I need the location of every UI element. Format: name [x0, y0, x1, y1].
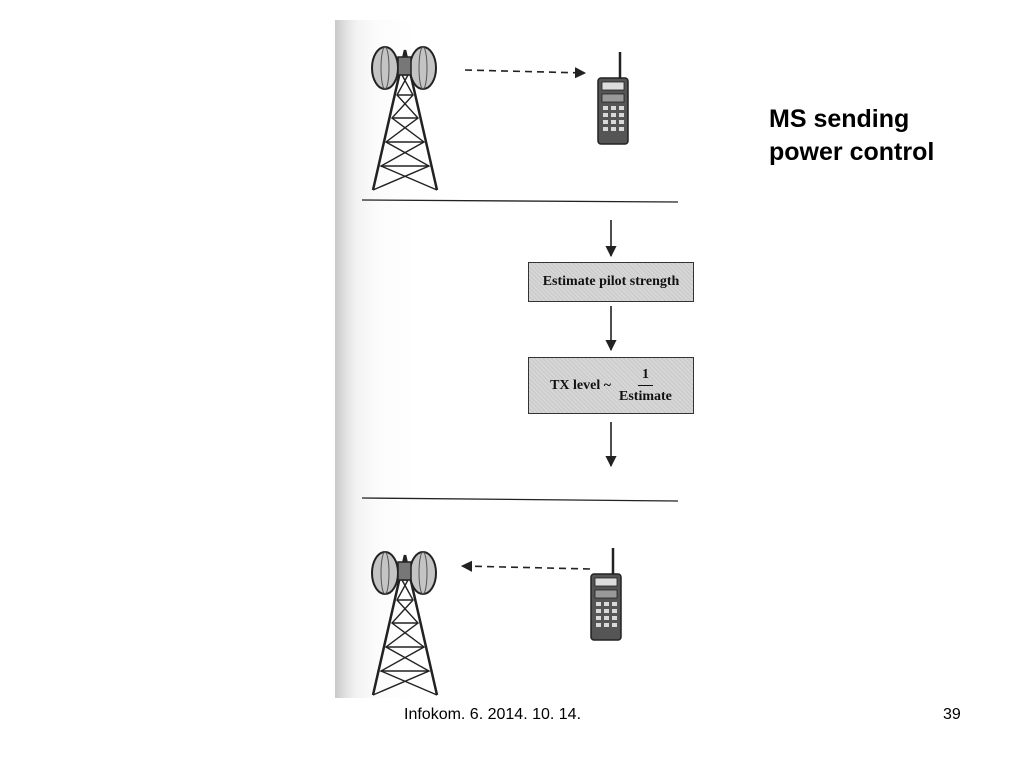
page-number: 39 — [943, 706, 961, 723]
tx-level-label: TX level ~ — [550, 377, 612, 393]
divider-top — [361, 199, 679, 203]
mobile-phone-icon — [596, 50, 630, 146]
downlink-arrow — [464, 67, 587, 79]
slide-title: MS sending power control — [769, 103, 934, 169]
tx-level-fraction: 1 Estimate — [619, 367, 672, 405]
slide-title-line-2: power control — [769, 138, 935, 166]
cell-tower-icon-bottom — [370, 550, 439, 697]
footer-text: Infokom. 6. 2014. 10. 14. — [404, 706, 582, 723]
uplink-arrow — [460, 560, 591, 572]
slide-title-line-1: MS sending — [769, 105, 910, 133]
diagram-drawing — [361, 45, 679, 697]
mobile-phone-icon-bottom — [589, 546, 623, 642]
fraction-denominator: Estimate — [619, 388, 672, 404]
scanned-figure: Estimate pilot strength TX level ~ 1 Est… — [335, 20, 720, 698]
cell-tower-icon — [370, 45, 439, 192]
estimate-pilot-box: Estimate pilot strength — [528, 262, 694, 302]
fraction-numerator: 1 — [637, 367, 653, 386]
divider-bottom — [361, 497, 679, 502]
estimate-pilot-label: Estimate pilot strength — [542, 274, 680, 289]
tx-level-box: TX level ~ 1 Estimate — [528, 357, 694, 414]
